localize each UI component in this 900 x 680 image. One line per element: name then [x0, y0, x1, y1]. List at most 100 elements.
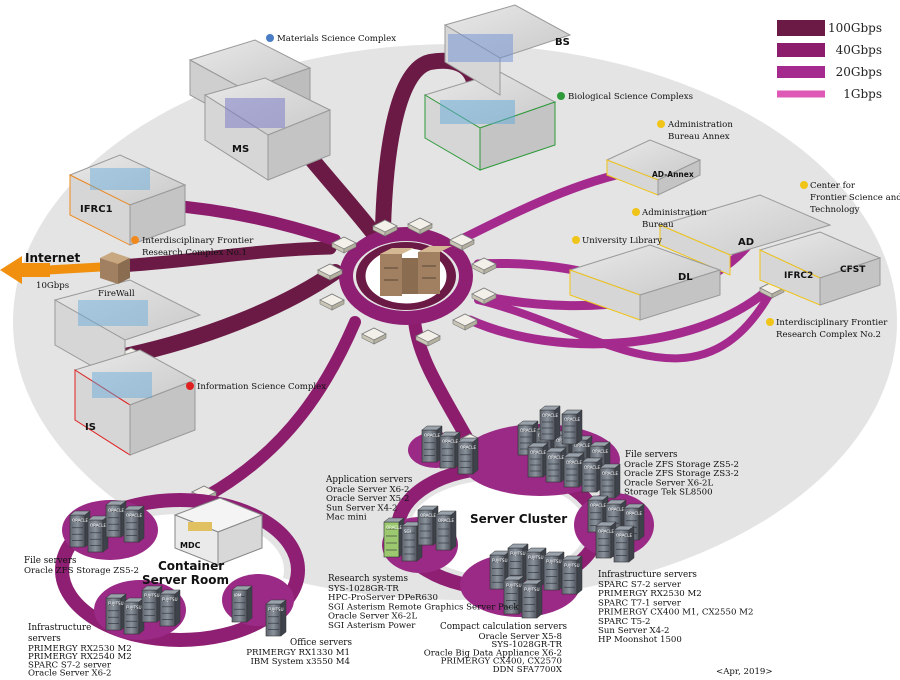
network-switch-icon [449, 233, 475, 251]
dl-tag: DL [678, 272, 693, 283]
building-ms: MS [188, 39, 332, 181]
rack-label: ORACLE [616, 533, 632, 538]
server-rack-icon: FUJITSU [521, 579, 543, 619]
container-office-title: Office servers [290, 638, 353, 648]
server-item: PRIMERGY RX1330 M1 [246, 648, 350, 658]
network-switch-icon [471, 287, 497, 305]
link-firewall [111, 241, 337, 273]
network-switch-icon [407, 217, 433, 235]
internet-arrow [0, 256, 50, 284]
link-container [199, 316, 361, 503]
server-rack-icon: IBM [231, 585, 253, 623]
network-switch-icon [452, 313, 478, 331]
labels: Materials Science Complex Biological Sci… [24, 34, 900, 679]
info-label: Information Science Complex [197, 382, 326, 392]
server-racks: ORACLEORACLEORACLEORACLEORACLEORACLEORAC… [69, 405, 645, 637]
info-dot [186, 382, 194, 390]
server-rack-icon: ORACLE [421, 425, 443, 463]
legend-label-2: 20Gbps [836, 65, 882, 79]
adm-annex-label-2: Bureau Annex [668, 132, 730, 142]
ifrc2-label-2: Research Complex No.2 [776, 330, 881, 340]
cfst-tag: CFST [840, 265, 866, 275]
container-room-ring [55, 493, 305, 647]
server-item: SGI Asterism Power [328, 621, 416, 631]
server-rack-icon: ORACLE [383, 517, 405, 558]
server-rack-icon: ORACLE [439, 431, 461, 469]
network-switch-icon [331, 236, 357, 254]
server-cluster-title: Server Cluster [470, 512, 567, 526]
server-item: HP Moonshot 1500 [598, 635, 682, 645]
server-item: IBM System x3550 M4 [250, 657, 350, 667]
server-item: PRIMERGY RX2530 M2 [28, 644, 132, 654]
ms-tag: MS [232, 144, 249, 155]
firewall-icon [100, 252, 130, 284]
server-item: PRIMERGY RX2540 M2 [28, 652, 132, 662]
server-item: PRIMERGY CX400 M1, CX2550 M2 [598, 608, 753, 618]
frontier-center-label-2: Frontier Science and [810, 193, 900, 203]
rack-label: ORACLE [590, 503, 606, 508]
rack-label: ORACLE [442, 439, 458, 444]
server-rack-icon: FUJITSU [159, 589, 181, 627]
link-ifrc1 [159, 199, 341, 246]
rack-label: ORACLE [420, 513, 436, 518]
network-switch-icon [415, 329, 441, 347]
rack-label: ORACLE [548, 455, 564, 460]
date-stamp: <Apr, 2019> [716, 667, 773, 677]
rack-label: ORACLE [564, 417, 580, 422]
cluster-file-servers-title: File servers [625, 450, 678, 460]
adm-annex-label-1: Administration [667, 120, 733, 130]
rack-label: ORACLE [592, 449, 608, 454]
biological-label: Biological Science Complexs [568, 92, 693, 102]
server-item: DDN SFA7700X [493, 665, 563, 675]
server-rack-icon: ORACLE [87, 515, 109, 553]
container-infra-title-2: servers [28, 634, 61, 644]
rack-label: FUJITSU [492, 558, 508, 563]
container-infra-title-1: Infrastructure [28, 623, 91, 633]
server-rack-icon: ORACLE [581, 457, 603, 493]
is-tag: IS [85, 422, 96, 433]
link-cfst [474, 286, 776, 363]
internet-speed: 10Gbps [36, 281, 69, 291]
rack-label: ORACLE [108, 508, 124, 513]
server-item: Oracle ZFS Storage ZS3-2 [624, 469, 739, 479]
server-rack-icon: ORACLE [545, 447, 567, 483]
server-rack-icon: ORACLE [527, 442, 549, 478]
rack-label: ORACLE [72, 518, 88, 523]
server-rack-icon: FUJITSU [123, 597, 145, 635]
rack-label: FUJITSU [268, 607, 284, 612]
container-room-title-1: Container [158, 559, 224, 573]
server-rack-icon: FUJITSU [265, 599, 287, 637]
server-rack-icon: FUJITSU [503, 575, 525, 615]
ifrc2-label-1: Interdisciplinary Frontier [776, 318, 888, 328]
rack-label: ORACLE [608, 507, 624, 512]
server-rack-icon: FUJITSU [141, 585, 163, 623]
ifrc1-dot [131, 236, 139, 244]
rack-label: FUJITSU [528, 555, 544, 560]
server-item: Oracle ZFS Storage ZS5-2 [624, 460, 739, 470]
server-rack-icon: ORACLE [105, 500, 127, 538]
adm-bureau-label-2: Bureau [642, 220, 674, 230]
firewall-label: FireWall [98, 289, 135, 299]
server-item: SPARC S7-2 server [28, 660, 112, 670]
server-rack-icon: ORACLE [123, 505, 145, 543]
server-item: Oracle Server X5-8 [479, 632, 562, 642]
adm-annex-dot [657, 120, 665, 128]
server-item: SYS-1028GR-TR [491, 640, 562, 650]
rack-label: FUJITSU [126, 605, 142, 610]
server-item: Mac mini [326, 513, 367, 523]
server-item: Oracle Server X6-2L [624, 478, 713, 488]
rack-label: ORACLE [530, 450, 546, 455]
legend-label-3: 1Gbps [843, 87, 882, 101]
server-item: PRIMERGY RX2530 M2 [598, 589, 702, 599]
ifrc1-label-1: Interdisciplinary Frontier [142, 236, 254, 246]
ifrc1-label-2: Research Complex No.1 [142, 248, 247, 258]
rack-label: ORACLE [386, 525, 402, 530]
ad-annex-tag: AD-Annex [652, 170, 694, 179]
